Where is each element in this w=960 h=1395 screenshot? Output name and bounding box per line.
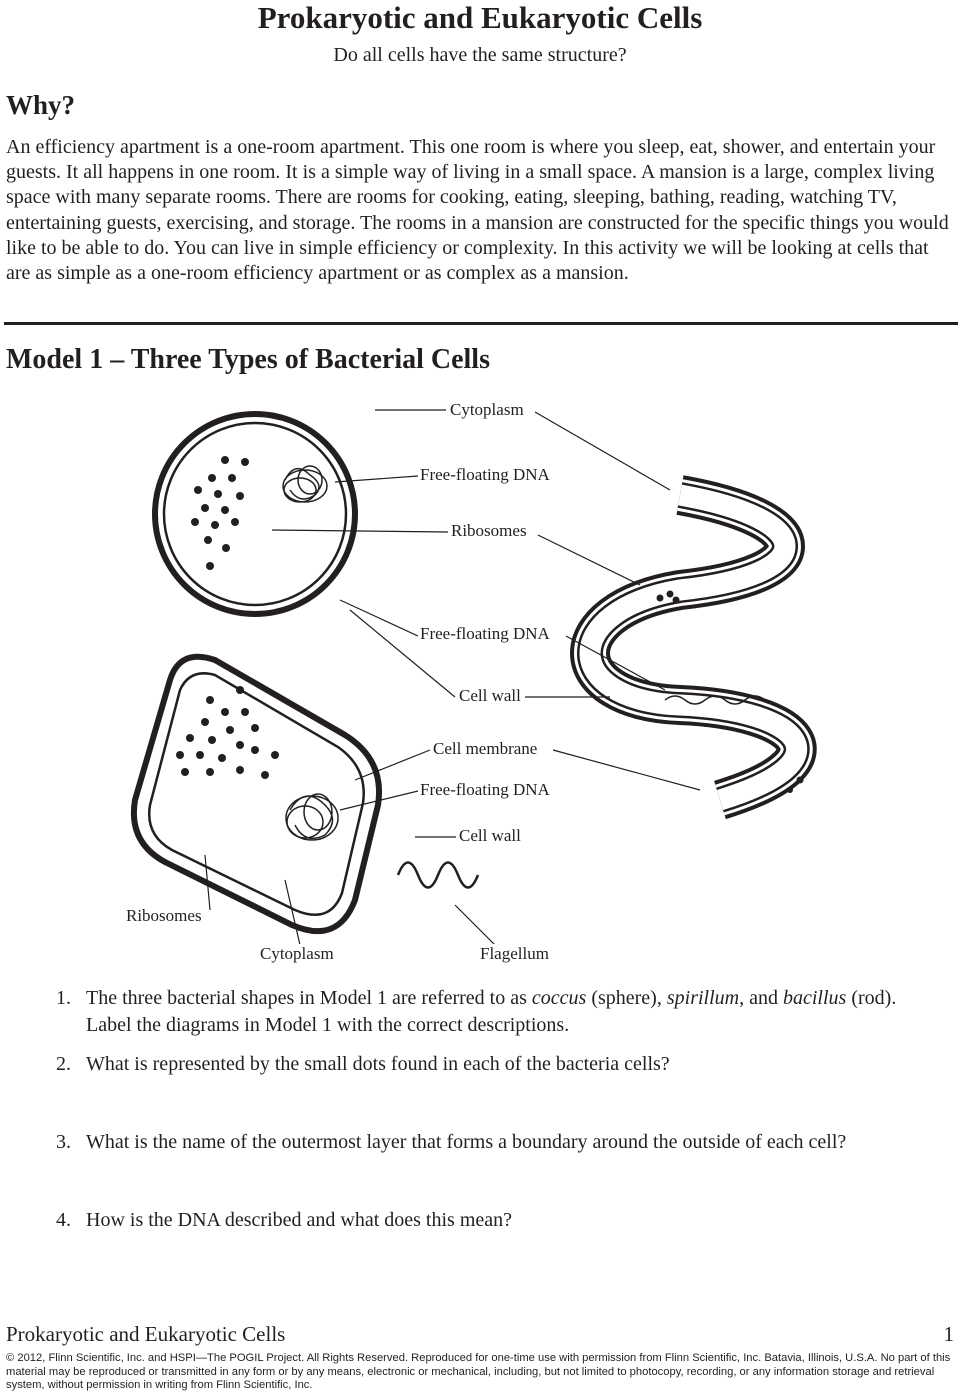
why-paragraph: An efficiency apartment is a one-room ap… [6, 136, 949, 285]
page-title: Prokaryotic and Eukaryotic Cells [257, 0, 703, 35]
label-free-floating-dna: Free-floating DNA [420, 624, 550, 644]
question-1: 1.The three bacterial shapes in Model 1 … [56, 987, 897, 1036]
label-cell-membrane: Cell membrane [433, 739, 538, 759]
label-cytoplasm: Cytoplasm [260, 944, 334, 964]
label-cytoplasm: Cytoplasm [450, 400, 524, 420]
page-subtitle: Do all cells have the same structure? [333, 44, 627, 66]
label-ribosomes: Ribosomes [126, 906, 202, 926]
label-free-floating-dna: Free-floating DNA [420, 465, 550, 485]
page-number: 1 [943, 1322, 955, 1346]
flagellum [396, 861, 480, 889]
dna-tangle [285, 793, 339, 841]
dna-tangle [282, 465, 328, 503]
question-3: 3.What is the name of the outermost laye… [56, 1131, 847, 1153]
label-ribosomes: Ribosomes [451, 521, 527, 541]
label-free-floating-dna: Free-floating DNA [420, 780, 550, 800]
bacillus-cell [130, 653, 480, 935]
bacteria-diagram [130, 409, 817, 946]
spirillum-cell [570, 475, 817, 820]
footer-title: Prokaryotic and Eukaryotic Cells [6, 1322, 286, 1346]
label-cell-wall: Cell wall [459, 826, 521, 846]
ribosome-dots [191, 456, 249, 570]
question-4: 4.How is the DNA described and what does… [56, 1209, 513, 1231]
leader-lines [204, 409, 701, 946]
ribosome-dots [176, 686, 279, 779]
label-flagellum: Flagellum [480, 944, 549, 964]
copyright-notice: © 2012, Flinn Scientific, Inc. and HSPI—… [6, 1352, 951, 1391]
coccus-cell [152, 411, 358, 617]
model-heading: Model 1 – Three Types of Bacterial Cells [6, 344, 490, 375]
section-divider [4, 322, 958, 325]
question-2: 2.What is represented by the small dots … [56, 1053, 670, 1075]
label-cell-wall: Cell wall [459, 686, 521, 706]
why-heading: Why? [6, 90, 76, 120]
